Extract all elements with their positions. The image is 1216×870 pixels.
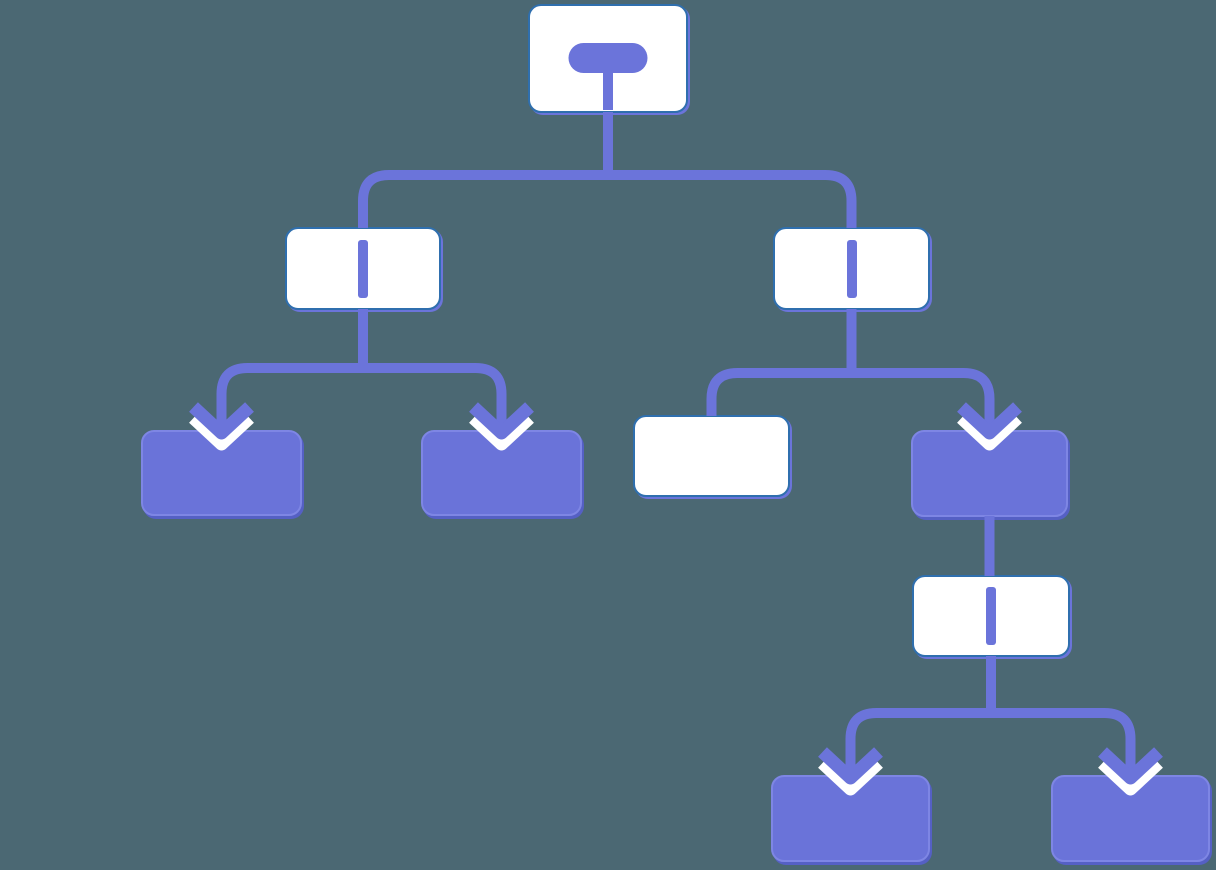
divider-bar-icon xyxy=(986,587,996,645)
branch-node-left[interactable] xyxy=(285,227,441,310)
leaf-node-2[interactable] xyxy=(421,430,582,516)
connector-edge xyxy=(706,309,995,428)
divider-bar-icon xyxy=(846,239,857,298)
connector-edge xyxy=(216,309,507,428)
plain-node[interactable] xyxy=(633,415,790,497)
root-pill-icon xyxy=(568,43,648,73)
leaf-node-1[interactable] xyxy=(141,430,302,516)
connector-edge xyxy=(358,112,857,228)
branch-node-right[interactable] xyxy=(773,227,930,310)
divider-bar-icon xyxy=(358,239,368,298)
leaf-node-5[interactable] xyxy=(1051,775,1210,862)
leaf-node-4[interactable] xyxy=(771,775,930,862)
drop-parent-node[interactable] xyxy=(911,430,1068,517)
root-pill-stem xyxy=(603,70,613,110)
branch-node-bottom[interactable] xyxy=(912,575,1070,657)
connector-edge xyxy=(845,656,1136,773)
root-node[interactable] xyxy=(528,4,688,113)
